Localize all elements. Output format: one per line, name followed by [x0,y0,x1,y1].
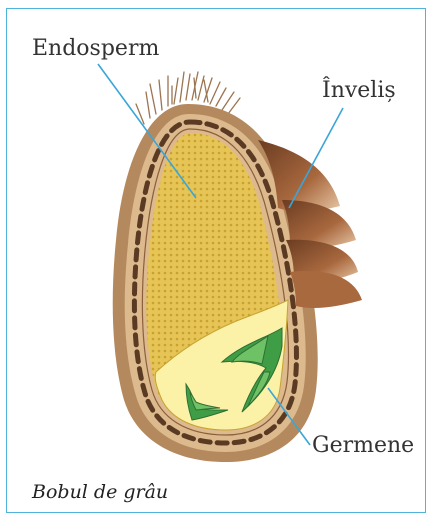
label-invelis: Înveliș [322,80,396,102]
label-germene: Germene [312,435,414,457]
figure-caption: Bobul de grâu [32,481,168,503]
label-endosperm: Endosperm [32,38,159,60]
